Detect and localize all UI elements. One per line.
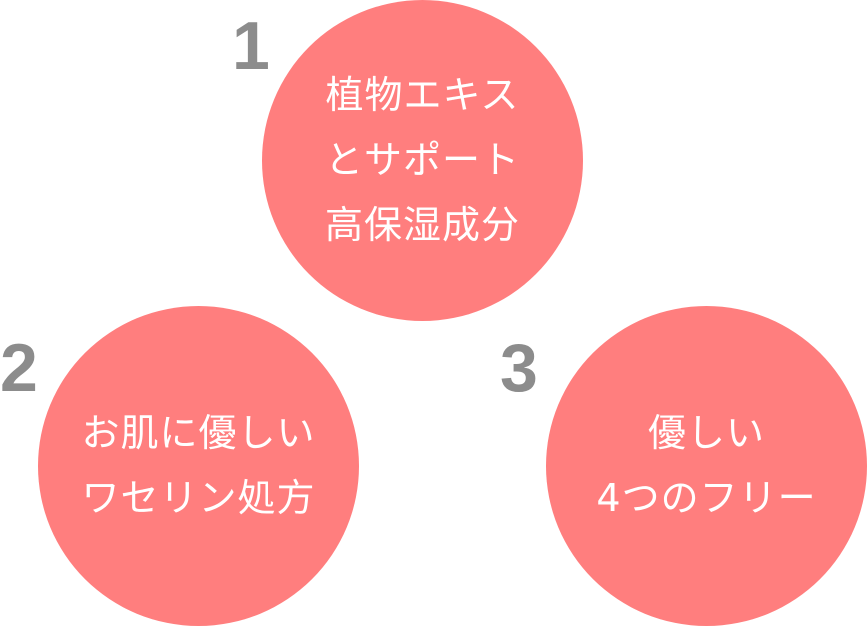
feature-2-line-1: お肌に優しい	[81, 411, 316, 455]
feature-1-line-2: とサポート	[324, 138, 520, 182]
feature-circle-3: 優しい 4つのフリー	[546, 306, 867, 626]
feature-2-line-2: ワセリン処方	[81, 476, 316, 520]
feature-text-2: お肌に優しい ワセリン処方	[81, 401, 315, 531]
feature-text-1: 植物エキス とサポート 高保湿成分	[325, 63, 520, 258]
feature-circle-1: 植物エキス とサポート 高保湿成分	[262, 0, 583, 321]
feature-circle-2: お肌に優しい ワセリン処方	[38, 306, 359, 626]
feature-1-line-1: 植物エキス	[325, 73, 520, 117]
feature-1-line-3: 高保湿成分	[324, 203, 520, 247]
feature-3-line-1: 優しい	[647, 411, 765, 455]
feature-number-3: 3	[500, 330, 538, 406]
feature-number-2: 2	[0, 330, 38, 406]
feature-3-line-2: 4つのフリー	[596, 476, 817, 520]
feature-number-1: 1	[232, 8, 270, 84]
feature-text-3: 優しい 4つのフリー	[596, 401, 816, 531]
